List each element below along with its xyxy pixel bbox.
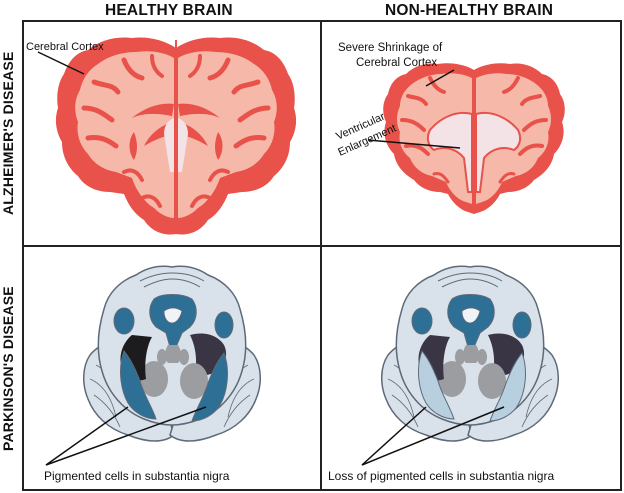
label-pigmented-cells: Pigmented cells in substantia nigra (44, 469, 230, 483)
panel-grid (22, 20, 622, 491)
label-cerebral-cortex: Cerebral Cortex (26, 41, 104, 53)
label-severe-shrinkage-line2: Cerebral Cortex (356, 57, 437, 69)
row-header-alzheimers: ALZHEIMER'S DISEASE (0, 51, 16, 215)
column-divider (320, 20, 322, 491)
healthy-midbrain-illustration: Pigmented cells in substantia nigra (44, 265, 262, 483)
label-severe-shrinkage-line1: Severe Shrinkage of (338, 42, 443, 54)
parkinsons-midbrain-illustration: Loss of pigmented cells in substantia ni… (328, 265, 560, 483)
row-divider (22, 245, 622, 247)
row-header-parkinsons: PARKINSON'S DISEASE (0, 286, 16, 452)
alzheimers-brain-coronal-illustration: Severe Shrinkage of Cerebral Cortex Vent… (334, 42, 567, 216)
label-loss-of-pigmented-cells: Loss of pigmented cells in substantia ni… (328, 469, 554, 483)
header-healthy-brain: HEALTHY BRAIN (105, 2, 233, 19)
healthy-brain-coronal-illustration: Cerebral Cortex (26, 22, 320, 244)
header-non-healthy-brain: NON-HEALTHY BRAIN (385, 2, 554, 19)
